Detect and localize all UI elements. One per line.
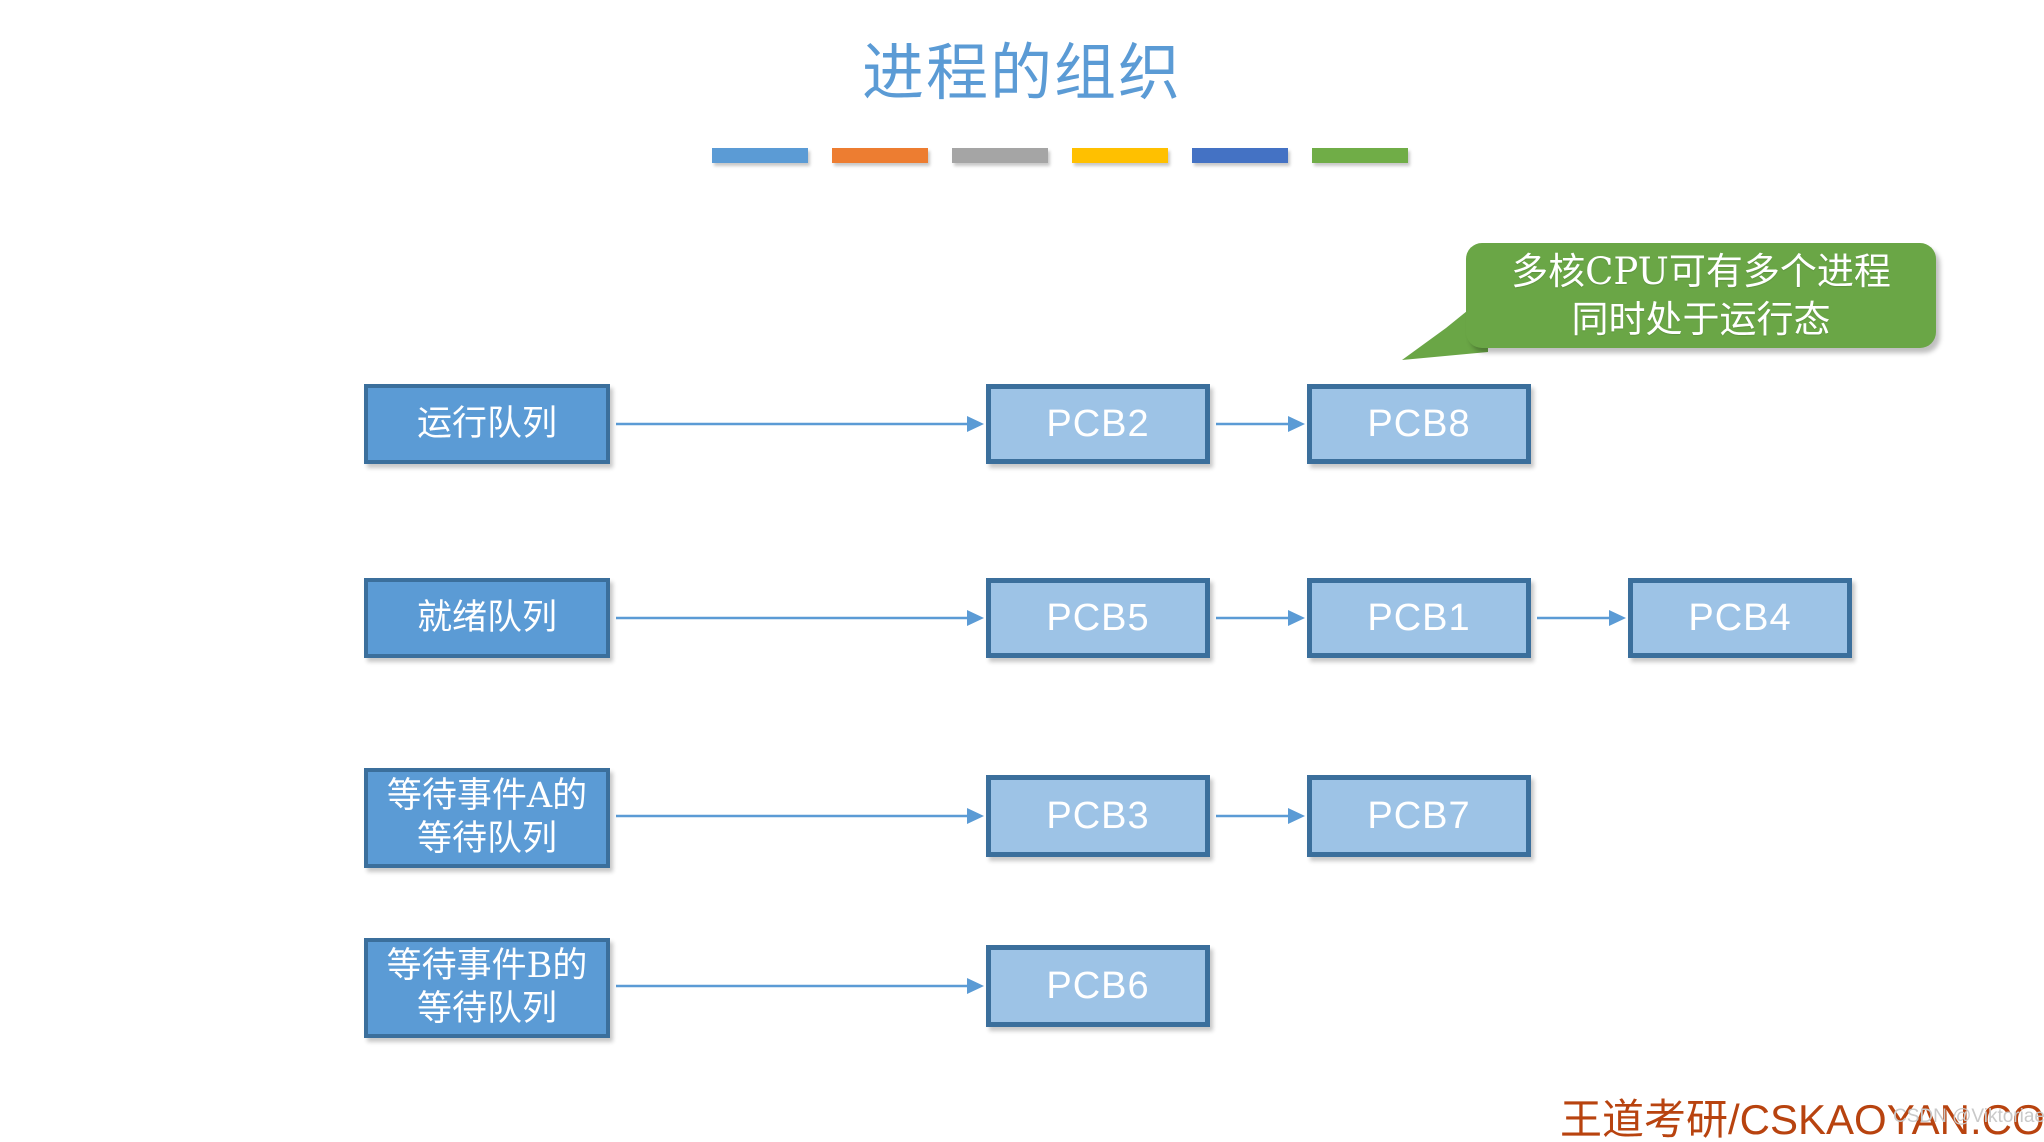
accent-bar-gray xyxy=(952,148,1048,163)
arrow-pcb3-to-pcb7 xyxy=(1216,808,1305,824)
csdn-watermark: CSDN @Viktoriae xyxy=(1893,1106,2044,1127)
arrow-queue-1-to-pcb2 xyxy=(616,416,984,432)
pcb-box-pcb3: PCB3 xyxy=(986,775,1210,857)
arrow-queue-3-to-pcb3 xyxy=(616,808,984,824)
pcb-box-pcb1-label: PCB1 xyxy=(1367,596,1471,639)
pcb-box-pcb5: PCB5 xyxy=(986,578,1210,658)
arrow-pcb2-to-pcb8 xyxy=(1216,416,1305,432)
arrow-pcb5-to-pcb1 xyxy=(1216,610,1305,626)
pcb-box-pcb4-label: PCB4 xyxy=(1688,596,1792,639)
arrow-queue-4-to-pcb6 xyxy=(616,978,984,994)
pcb-box-pcb3-label: PCB3 xyxy=(1046,794,1150,837)
queue-box-1-label: 运行队列 xyxy=(416,403,557,444)
accent-bar-orange xyxy=(832,148,928,163)
pcb-box-pcb4: PCB4 xyxy=(1628,578,1852,658)
queue-box-2: 就绪队列 xyxy=(364,578,610,658)
pcb-box-pcb5-label: PCB5 xyxy=(1046,596,1150,639)
pcb-box-pcb7: PCB7 xyxy=(1307,775,1531,857)
pcb-box-pcb6: PCB6 xyxy=(986,945,1210,1027)
page-title: 进程的组织 xyxy=(861,36,1182,109)
accent-bar-green xyxy=(1312,148,1408,163)
accent-bar-yellow xyxy=(1072,148,1168,163)
queue-box-3-label: 等待事件A的 等待队列 xyxy=(386,776,588,859)
pcb-box-pcb6-label: PCB6 xyxy=(1046,964,1150,1007)
brand-watermark: 王道考研/CSKAOYAN.COM xyxy=(1560,1096,2044,1142)
arrow-queue-2-to-pcb5 xyxy=(616,610,984,626)
accent-bar-blue xyxy=(712,148,808,163)
pcb-box-pcb8-label: PCB8 xyxy=(1367,402,1471,445)
pcb-box-pcb2-label: PCB2 xyxy=(1046,402,1150,445)
pcb-box-pcb8: PCB8 xyxy=(1307,384,1531,464)
queue-box-3: 等待事件A的 等待队列 xyxy=(364,768,610,868)
accent-bar-dark-blue xyxy=(1192,148,1288,163)
arrow-pcb1-to-pcb4 xyxy=(1537,610,1626,626)
pcb-box-pcb2: PCB2 xyxy=(986,384,1210,464)
pcb-box-pcb1: PCB1 xyxy=(1307,578,1531,658)
callout-text: 多核CPU可有多个进程 同时处于运行态 xyxy=(1511,250,1891,341)
queue-box-1: 运行队列 xyxy=(364,384,610,464)
accent-bar-group xyxy=(712,148,1408,163)
queue-box-4-label: 等待事件B的 等待队列 xyxy=(386,946,588,1029)
callout-bubble: 多核CPU可有多个进程 同时处于运行态 xyxy=(1466,243,1936,348)
queue-box-2-label: 就绪队列 xyxy=(416,597,557,638)
pcb-box-pcb7-label: PCB7 xyxy=(1367,794,1471,837)
queue-box-4: 等待事件B的 等待队列 xyxy=(364,938,610,1038)
